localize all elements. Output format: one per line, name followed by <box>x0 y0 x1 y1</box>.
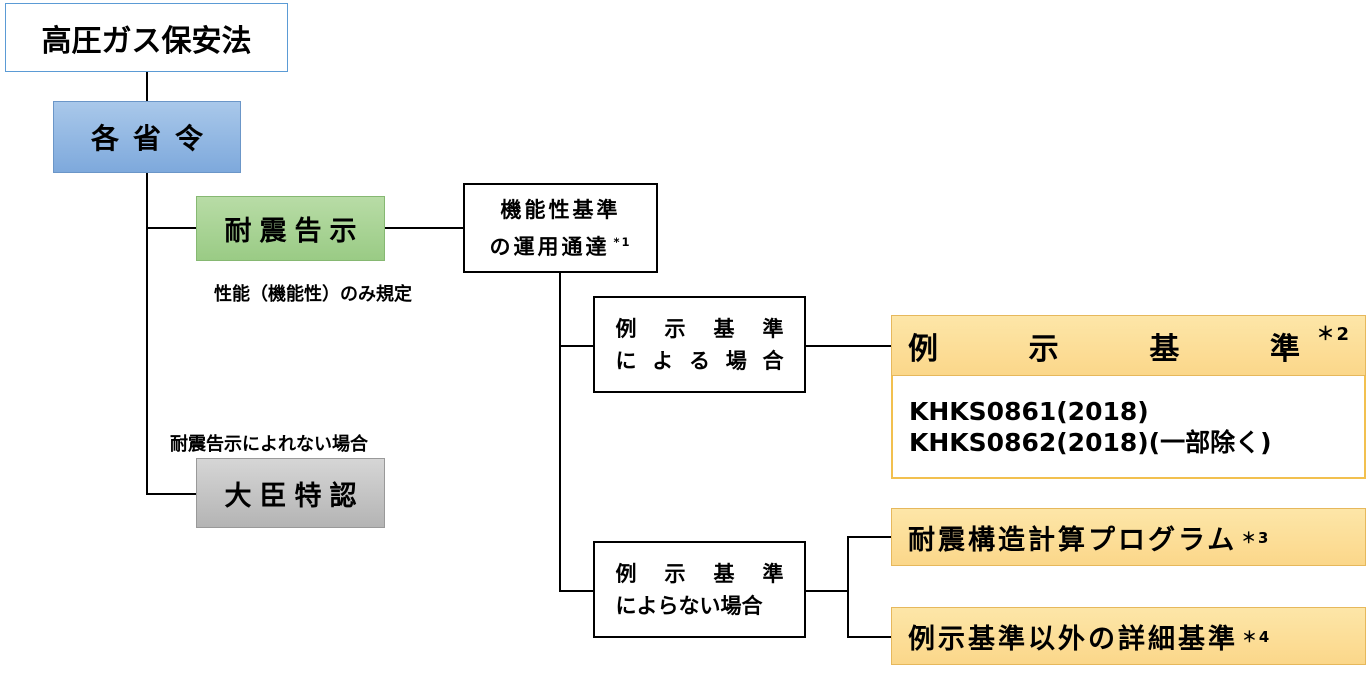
connector-to-program <box>847 536 891 538</box>
law-box: 高圧ガス保安法 <box>5 3 288 72</box>
not-by-example-box: 例 示 基 準 によらない場合 <box>593 541 806 638</box>
ordinance-label: 各省令 <box>90 122 217 155</box>
not-by-example-char: 基 <box>713 561 735 586</box>
not-by-example-char: 示 <box>664 561 686 586</box>
connector-to-detailed <box>847 636 891 638</box>
example-standard-header: 例 示 基 準 ＊2 <box>891 315 1366 376</box>
seismic-notice-box: 耐震告示 <box>196 196 385 261</box>
circular-line1: 機能性基準 <box>500 197 621 222</box>
connector-to-by-example <box>559 345 593 347</box>
example-standard-note: ＊2 <box>1316 324 1351 345</box>
example-standard-char: 示 <box>1028 331 1059 367</box>
not-by-example-char: 例 <box>615 561 637 586</box>
connector-branch-vertical <box>847 536 849 637</box>
by-example-box: 例 示 基 準 に よ る 場 合 <box>593 296 806 393</box>
by-example-char: 例 <box>615 316 637 341</box>
not-by-example-line1: 例 示 基 準 <box>616 558 784 590</box>
example-standard-char: 準 <box>1269 331 1300 367</box>
by-example-char: 準 <box>762 316 784 341</box>
seismic-notice-label: 耐震告示 <box>224 216 365 247</box>
by-example-line1: 例 示 基 準 <box>616 313 784 345</box>
connector-seismic-circular <box>385 227 463 229</box>
connector-to-seismic <box>146 227 196 229</box>
detailed-standard-note: ＊4 <box>1242 627 1272 646</box>
connector-not-by-example <box>806 590 848 592</box>
example-standard-char: 基 <box>1149 331 1180 367</box>
by-example-char: よ <box>652 348 674 373</box>
example-standard-item: KHKS0861(2018) <box>909 396 1149 426</box>
not-by-notice-caption: 耐震告示によれない場合 <box>170 434 368 455</box>
minister-approval-box: 大臣特認 <box>196 458 385 528</box>
connector-law-trunk <box>146 72 148 494</box>
by-example-char: 合 <box>762 348 784 373</box>
example-standard-char: 例 <box>908 331 938 367</box>
circular-note: *1 <box>613 234 632 249</box>
by-example-char: 示 <box>664 316 686 341</box>
circular-line2-row: の運用通達*1 <box>489 226 631 263</box>
example-standard-item: KHKS0862(2018)(一部除く) <box>909 427 1272 457</box>
program-note: ＊3 <box>1241 528 1271 547</box>
not-by-example-line2: によらない場合 <box>615 593 763 618</box>
by-example-line2: に よ る 場 合 <box>616 345 784 377</box>
connector-by-example-standard <box>806 345 891 347</box>
example-standard-title: 例 示 基 準 <box>908 324 1300 368</box>
not-by-example-char: 準 <box>762 561 784 586</box>
connector-to-not-by-example <box>559 590 593 592</box>
program-box: 耐震構造計算プログラム＊3 <box>891 508 1366 566</box>
minister-approval-label: 大臣特認 <box>224 480 365 512</box>
by-example-char: 基 <box>713 316 735 341</box>
law-label: 高圧ガス保安法 <box>41 23 252 59</box>
circular-line2: の運用通達 <box>489 234 610 259</box>
detailed-standard-label: 例示基準以外の詳細基準 <box>908 623 1238 655</box>
connector-to-minister <box>146 493 196 495</box>
by-example-char: 場 <box>725 348 747 373</box>
detailed-standard-box: 例示基準以外の詳細基準＊4 <box>891 607 1366 665</box>
by-example-char: に <box>615 348 637 373</box>
program-label: 耐震構造計算プログラム <box>908 524 1238 556</box>
performance-only-caption: 性能（機能性）のみ規定 <box>214 284 412 305</box>
circular-box: 機能性基準 の運用通達*1 <box>463 183 658 273</box>
ordinance-box: 各省令 <box>53 101 241 173</box>
connector-circular-down <box>559 273 561 591</box>
example-standard-list: KHKS0861(2018) KHKS0862(2018)(一部除く) <box>891 376 1366 479</box>
by-example-char: る <box>689 348 710 373</box>
